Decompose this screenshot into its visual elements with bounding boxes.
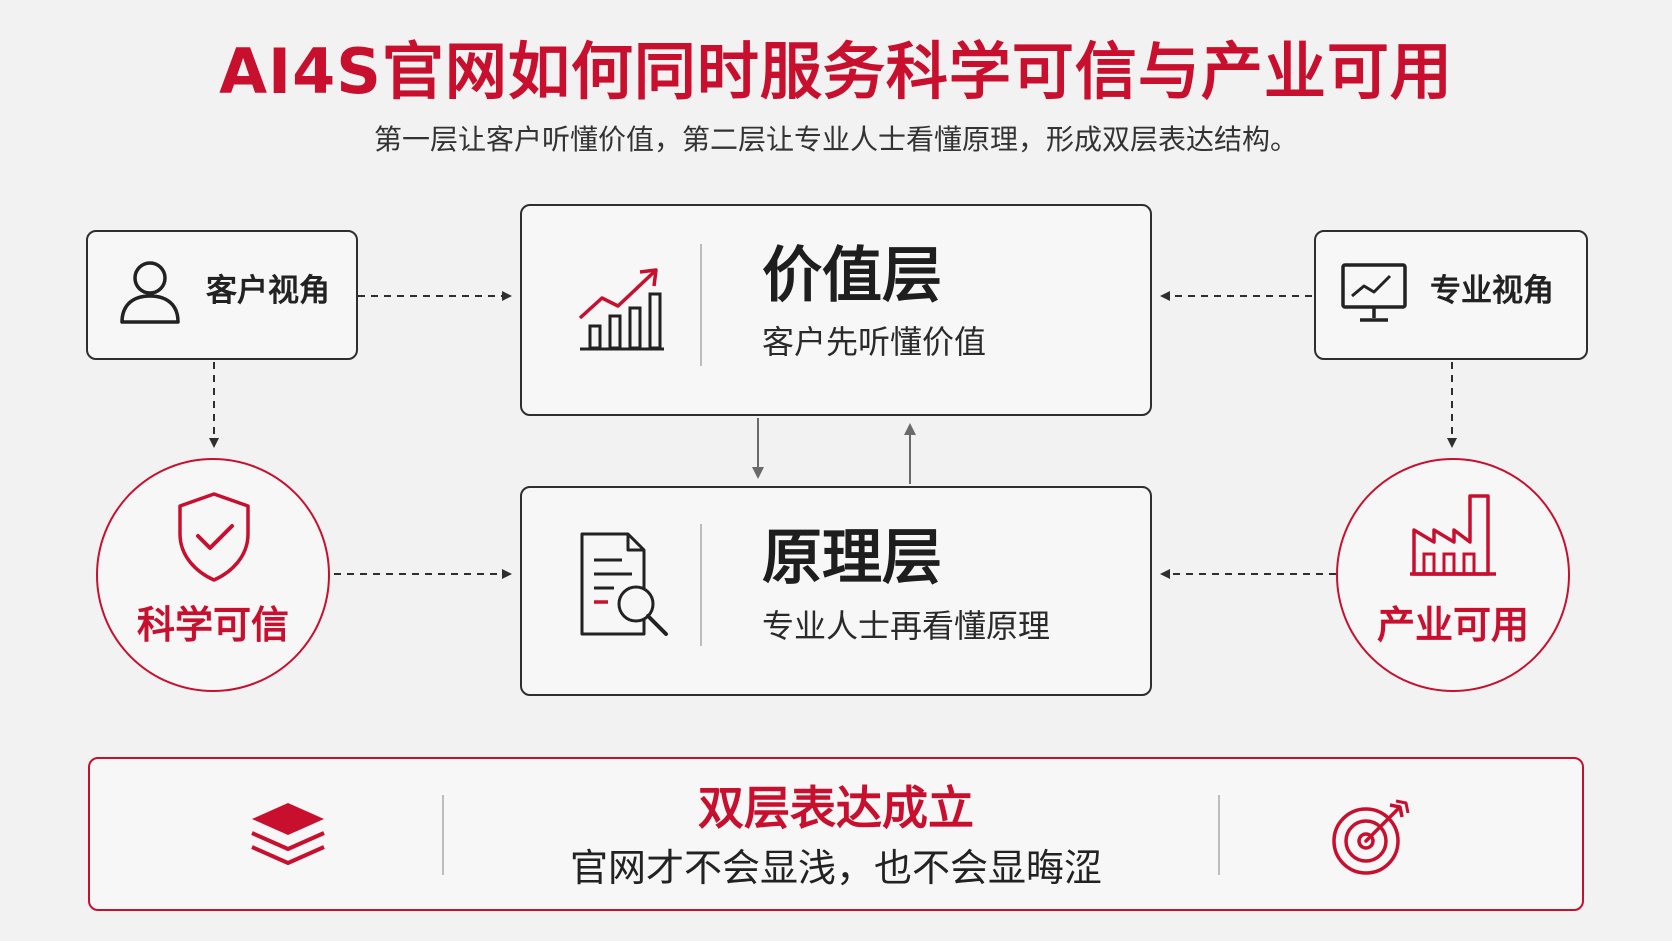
page-subtitle: 第一层让客户听懂价值，第二层让专业人士看懂原理，形成双层表达结构。 [373, 123, 1298, 156]
principle-layer-subtitle: 专业人士再看懂原理 [762, 607, 1051, 645]
science-trust-label: 科学可信 [136, 603, 289, 647]
principle-layer-divider [700, 524, 702, 646]
professional-view-box: 专业视角 [1314, 230, 1588, 360]
industry-usable-circle: 产业可用 [1336, 458, 1570, 692]
growth-chart-icon [576, 266, 666, 356]
user-icon [118, 258, 182, 326]
factory-icon [1408, 490, 1498, 584]
shield-check-icon [174, 490, 254, 588]
conclusion-title: 双层表达成立 [698, 781, 974, 835]
conclusion-banner: 双层表达成立 官网才不会显浅，也不会显晦涩 [88, 757, 1584, 911]
layers-icon [248, 799, 328, 873]
document-search-icon [578, 530, 670, 642]
industry-usable-label: 产业可用 [1376, 603, 1529, 647]
conclusion-left-divider [442, 795, 444, 875]
customer-view-box: 客户视角 [86, 230, 358, 360]
principle-layer-box: 原理层 专业人士再看懂原理 [520, 486, 1152, 696]
principle-layer-title: 原理层 [762, 523, 942, 593]
value-layer-divider [700, 244, 702, 366]
monitor-chart-icon [1340, 262, 1407, 330]
professional-view-label: 专业视角 [1430, 273, 1554, 309]
value-layer-box: 价值层 客户先听懂价值 [520, 204, 1152, 416]
value-layer-title: 价值层 [762, 241, 942, 311]
conclusion-right-divider [1218, 795, 1220, 875]
page-title: AI4S官网如何同时服务科学可信与产业可用 [219, 35, 1453, 108]
value-layer-subtitle: 客户先听懂价值 [762, 323, 987, 361]
target-icon [1330, 797, 1410, 881]
conclusion-subtitle: 官网才不会显浅，也不会显晦涩 [569, 846, 1102, 890]
customer-view-label: 客户视角 [206, 273, 330, 309]
science-trust-circle: 科学可信 [96, 458, 330, 692]
